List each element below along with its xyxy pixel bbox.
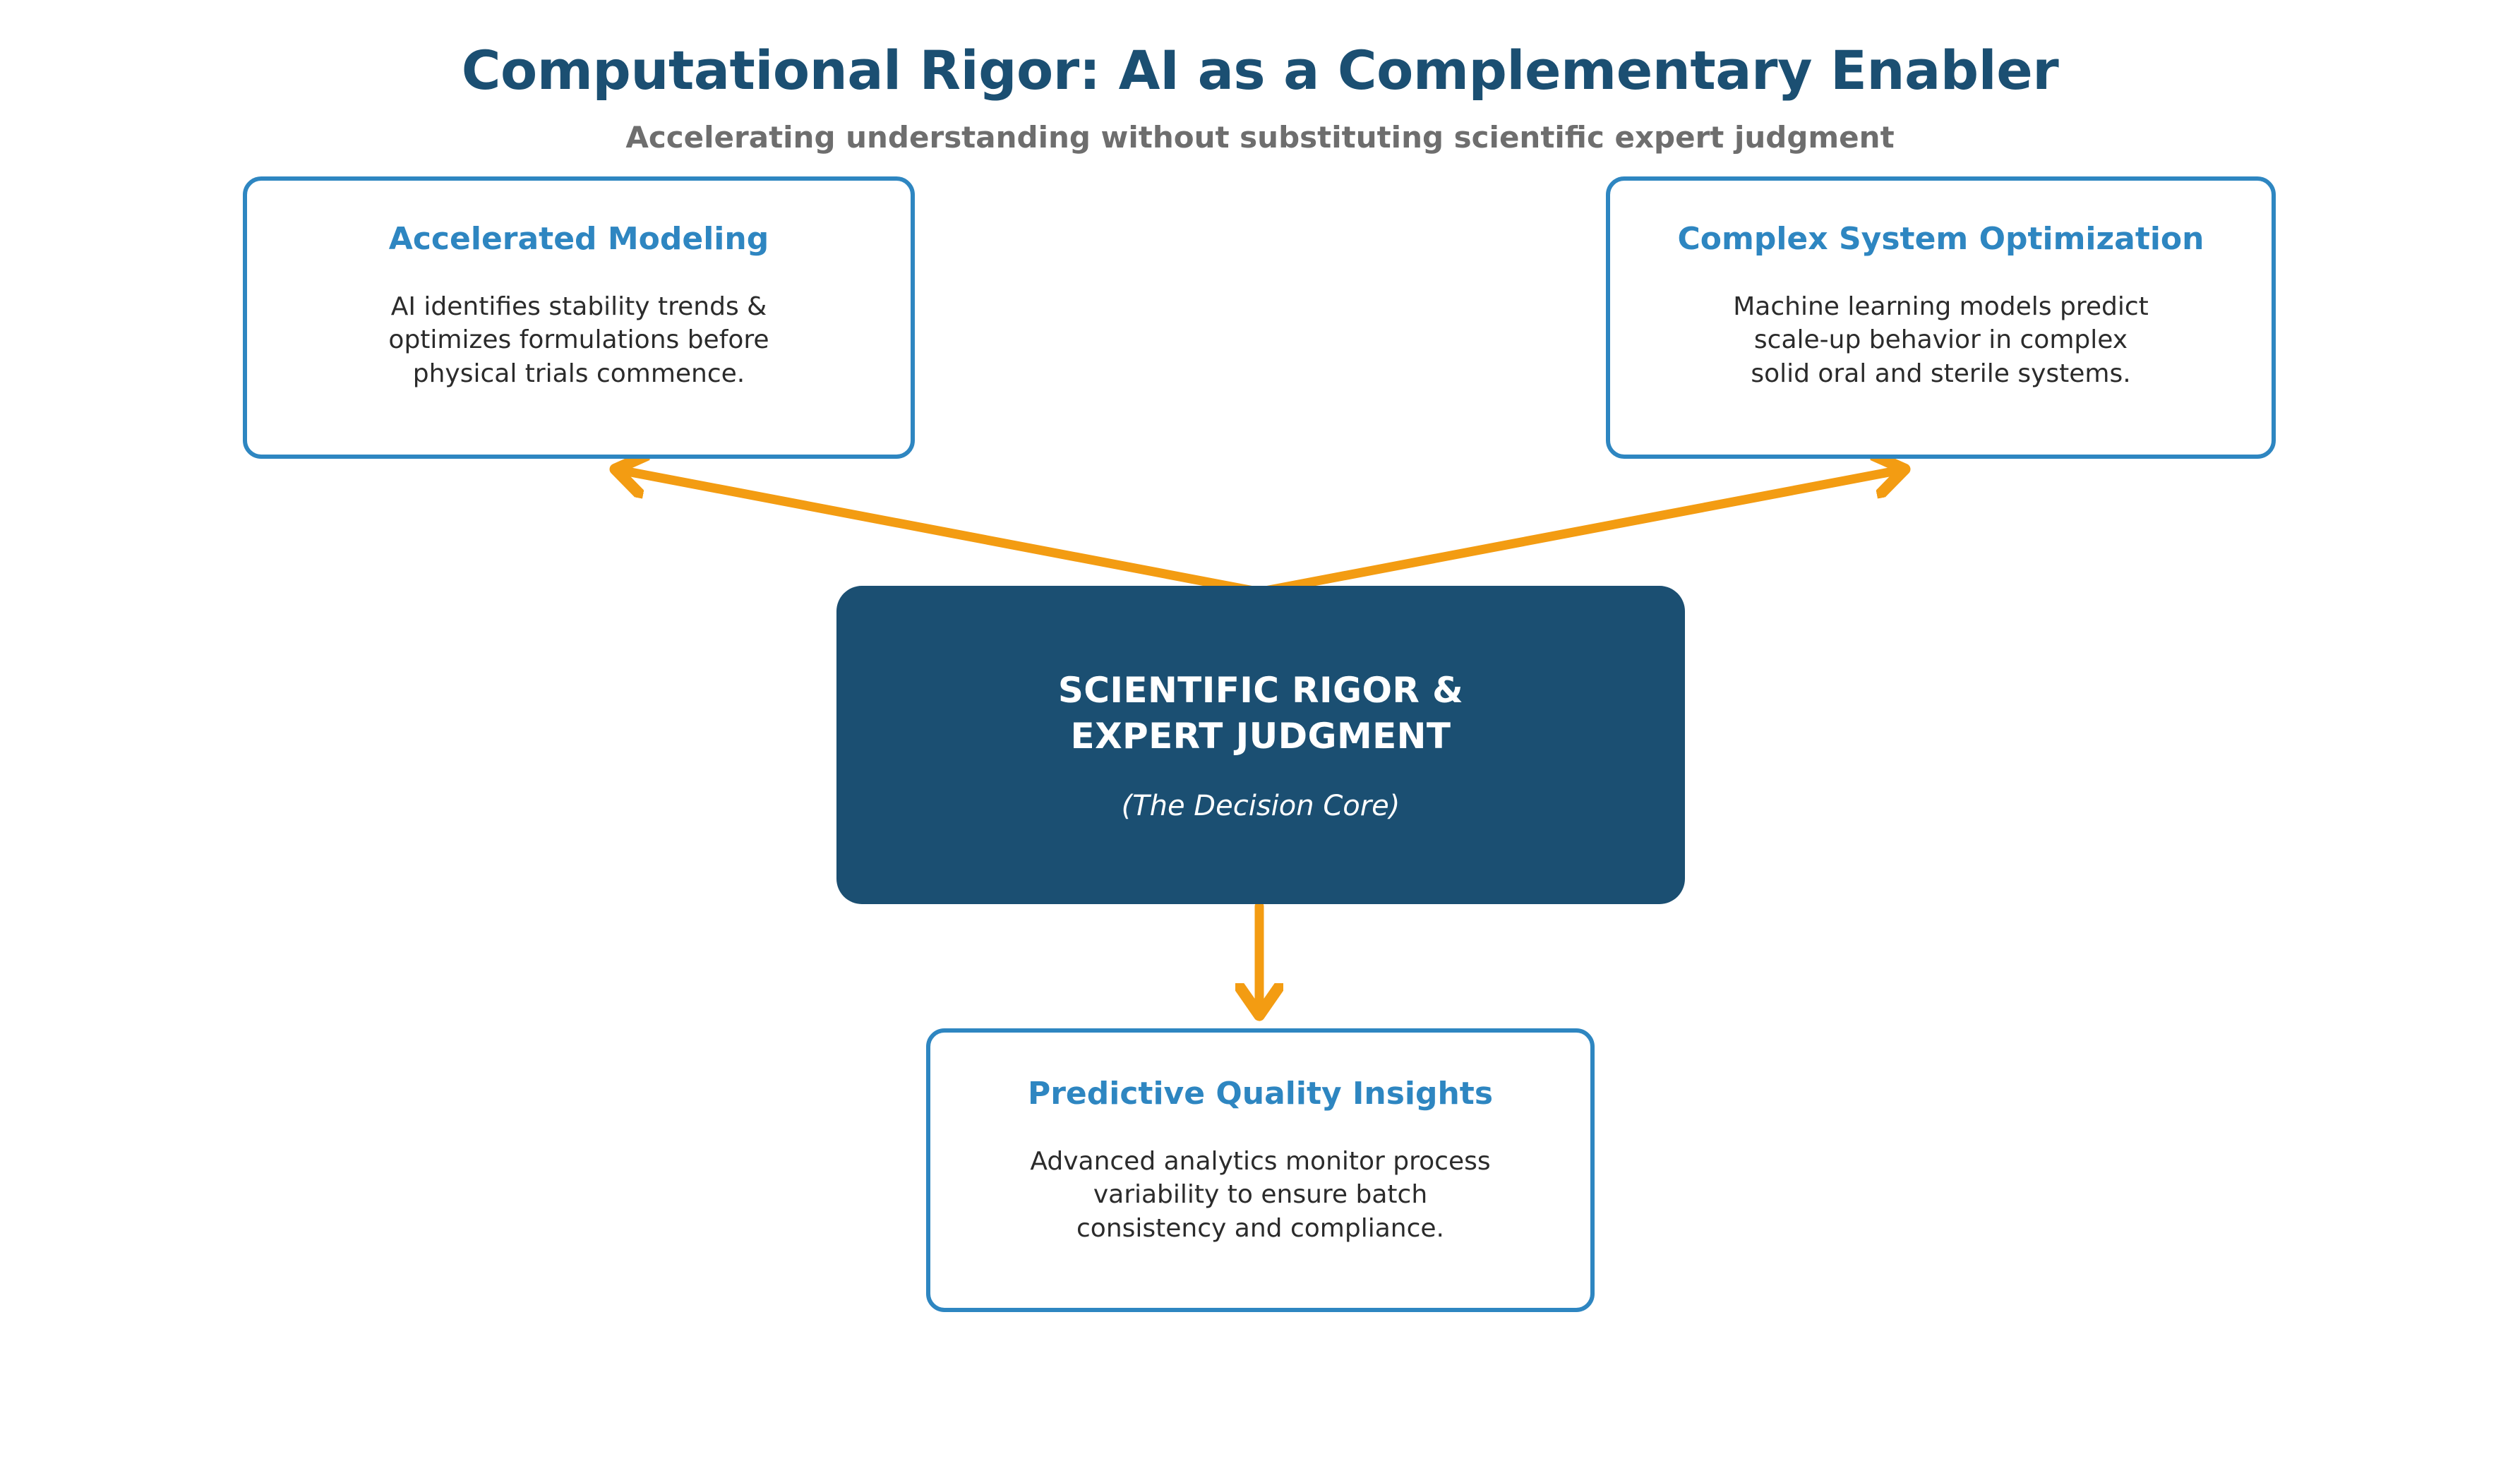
page-title: Computational Rigor: AI as a Complementa…: [461, 39, 2059, 102]
card-predictive-quality-insights[interactable]: Predictive Quality Insights Advanced ana…: [926, 1028, 1595, 1312]
card-decision-core[interactable]: SCIENTIFIC RIGOR & EXPERT JUDGMENT (The …: [836, 586, 1685, 904]
card-title-complex-system-optimization: Complex System Optimization: [1677, 221, 2204, 257]
arrow-core-to-complex-system-optimization: [1256, 470, 1900, 596]
card-complex-system-optimization[interactable]: Complex System Optimization Machine lear…: [1606, 176, 2276, 459]
card-body-accelerated-modeling: AI identifies stability trends & optimiz…: [388, 291, 769, 389]
card-body-complex-system-optimization: Machine learning models predict scale-up…: [1733, 291, 2149, 389]
card-title-accelerated-modeling: Accelerated Modeling: [388, 221, 769, 257]
card-subtitle-decision-core: (The Decision Core): [1121, 789, 1400, 822]
card-title-predictive-quality-insights: Predictive Quality Insights: [1027, 1076, 1494, 1112]
page-subtitle: Accelerating understanding without subst…: [625, 120, 1895, 155]
card-title-decision-core: SCIENTIFIC RIGOR & EXPERT JUDGMENT: [1057, 669, 1464, 757]
card-body-predictive-quality-insights: Advanced analytics monitor process varia…: [1030, 1146, 1491, 1244]
card-accelerated-modeling[interactable]: Accelerated Modeling AI identifies stabi…: [243, 176, 915, 459]
arrow-core-to-accelerated-modeling: [620, 470, 1262, 596]
